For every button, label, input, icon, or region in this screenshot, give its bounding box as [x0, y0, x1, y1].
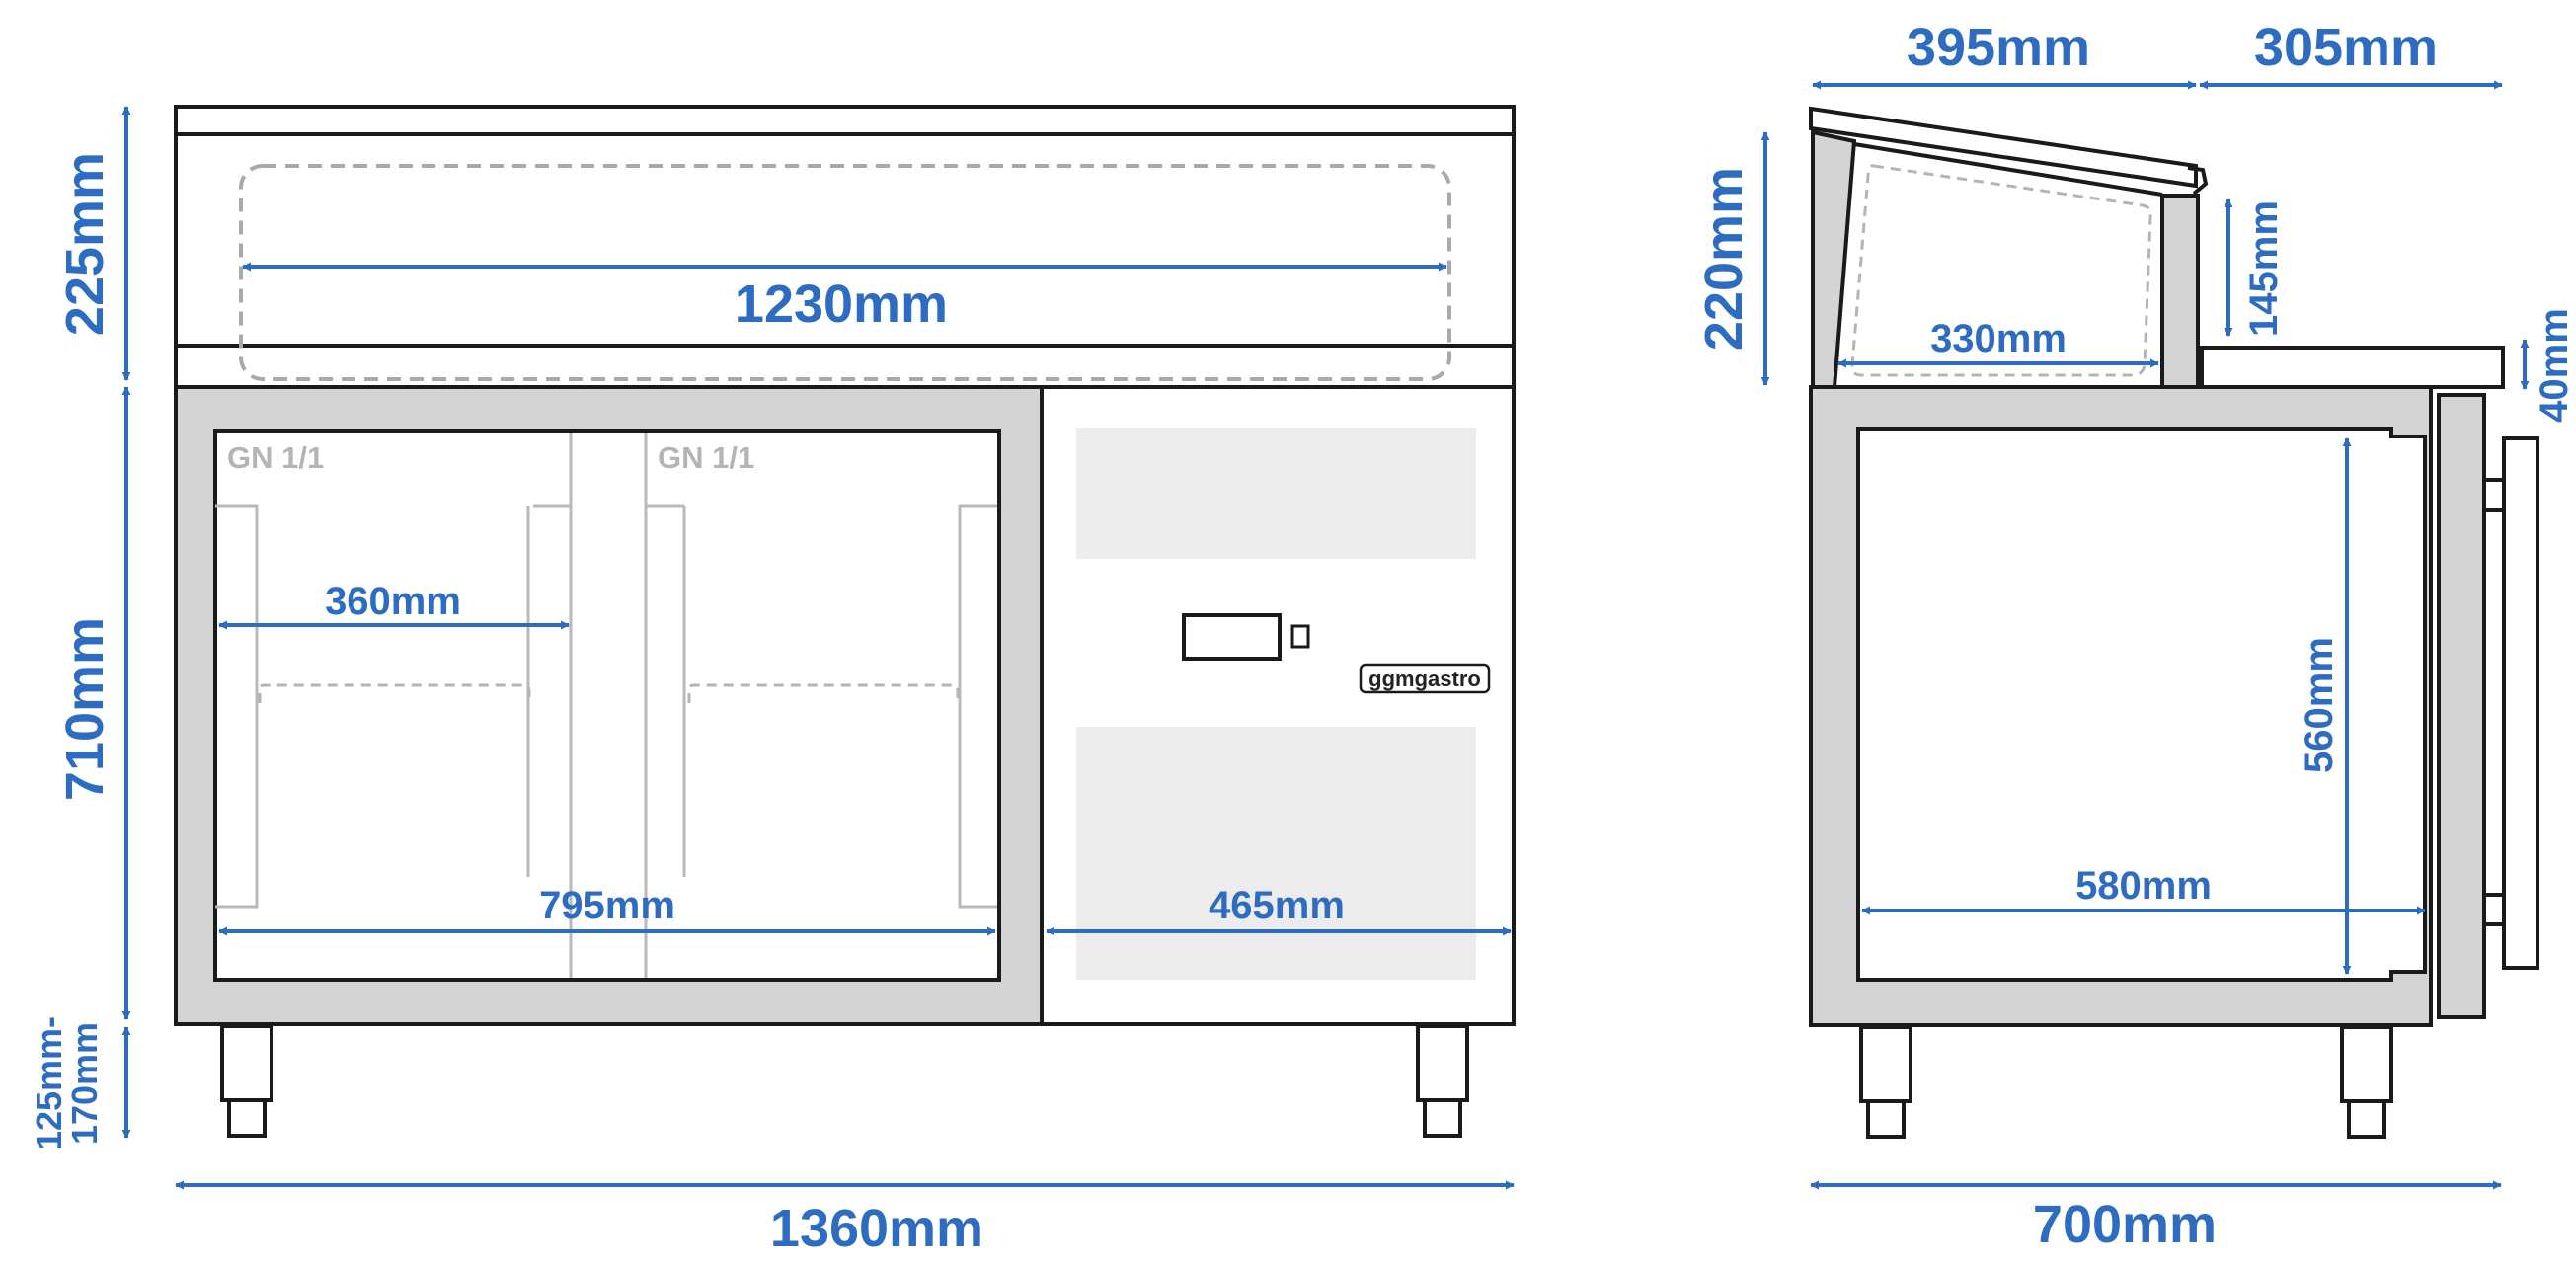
dim-body-height: 710mm: [55, 617, 115, 801]
dim-worktop-thickness: 40mm: [2533, 308, 2576, 423]
dim-leg-height-line2: 170mm: [64, 1022, 105, 1145]
control-panel-upper: [1076, 428, 1476, 559]
dim-interior-depth: 580mm: [2075, 864, 2212, 908]
front-topping-section: [174, 132, 1516, 348]
side-lid-handle: [2187, 166, 2209, 196]
front-top-rail: [174, 105, 1516, 136]
gn-label-left: GN 1/1: [227, 440, 324, 475]
front-legs: [220, 1024, 1469, 1138]
dim-topping-width: 1230mm: [735, 275, 948, 334]
dim-drawer-width: 465mm: [1209, 884, 1345, 927]
dim-side-topping-height: 220mm: [1694, 167, 1754, 351]
dim-lid-depth: 395mm: [1907, 18, 2090, 77]
side-worktop: [2200, 346, 2505, 389]
dim-total-depth: 700mm: [2033, 1195, 2217, 1254]
dim-total-width: 1360mm: [770, 1199, 983, 1258]
dim-topping-inner-height: 145mm: [2242, 200, 2286, 337]
power-switch: [1290, 624, 1310, 649]
front-glass-door: [213, 429, 1001, 982]
side-view: 395mm 305mm 220mm 145mm 40mm 330mm 560mm…: [1694, 18, 2576, 1254]
dim-worktop-depth: 305mm: [2254, 18, 2438, 77]
front-interior-outlines: [215, 433, 997, 978]
side-topping-inner-top: [1853, 142, 2163, 197]
dim-leg-height-line1: 125mm-: [29, 1016, 69, 1150]
dim-interior-height: 560mm: [2298, 637, 2341, 773]
control-panel-lower: [1076, 727, 1476, 980]
side-door-handle: [2502, 436, 2539, 970]
gn-label-right: GN 1/1: [658, 440, 754, 475]
side-handle-bracket-top: [2482, 478, 2506, 512]
dim-compartment-width: 360mm: [325, 580, 461, 623]
side-topping-front-wall: [1811, 129, 1857, 389]
side-interior: [1856, 427, 2427, 982]
dim-topping-inner-depth: 330mm: [1930, 317, 2067, 360]
side-handle-bracket-bottom: [2482, 893, 2506, 926]
front-topping-dashed-outline: [239, 164, 1451, 381]
brand-label: ggmgastro: [1368, 667, 1481, 691]
brand-badge: ggmgastro: [1359, 663, 1491, 694]
dim-topping-height: 225mm: [55, 152, 115, 336]
side-door: [2437, 393, 2486, 1019]
dim-interior-width: 795mm: [539, 884, 675, 927]
front-view: GN 1/1 GN 1/1 ggmgastro 225mm 710mm 125: [29, 105, 1516, 1258]
side-lid: [1809, 106, 2198, 189]
side-topping-rear-post: [2160, 194, 2200, 389]
thermostat-display: [1182, 613, 1282, 661]
side-legs: [1859, 1025, 2393, 1139]
